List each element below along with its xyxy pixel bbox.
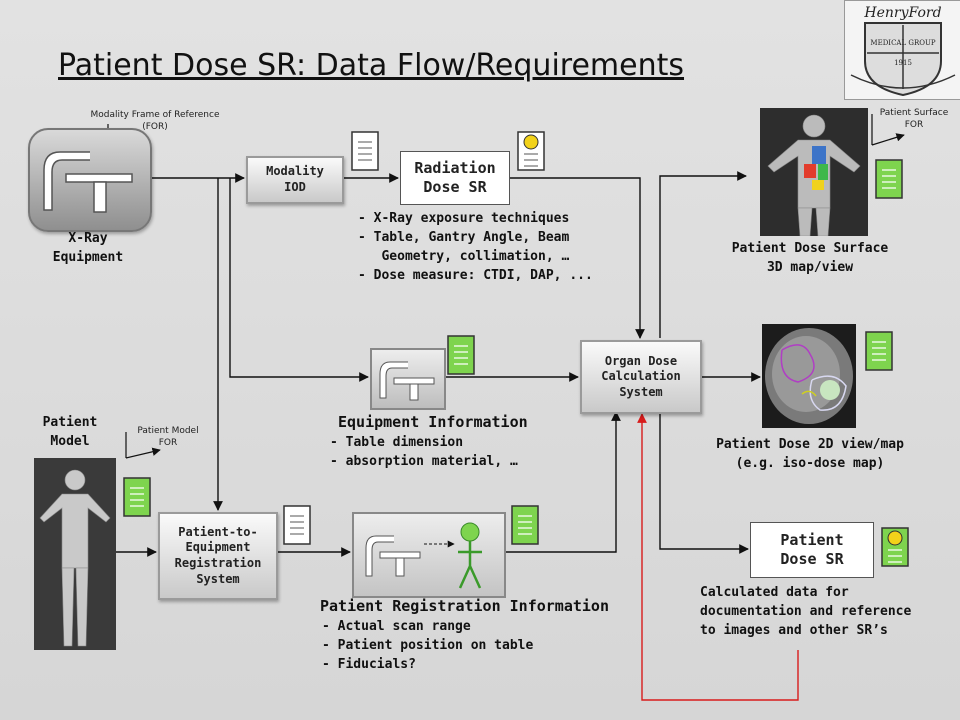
surface-map-image (760, 108, 868, 236)
registration-info-item-3: - Fiducials? (322, 656, 416, 672)
logo-year: 1915 (894, 59, 912, 67)
patient-model-line1: Patient (42, 415, 98, 430)
surface-map-label: Patient Dose Surface 3D map/view (700, 240, 920, 278)
xray-equipment-icon (28, 128, 152, 232)
isodose-document-icon (864, 330, 894, 372)
xray-equipment-label: X-Ray Equipment (38, 230, 138, 268)
surface-map-line2: 3D map/view (766, 259, 854, 275)
registration-line3: Registration (174, 556, 262, 570)
patient-sr-detail-1: Calculated data for (700, 585, 849, 600)
patient-sr-document-icon (880, 526, 910, 568)
patient-sr-details: Calculated data for documentation and re… (700, 584, 911, 641)
radiation-document-icon (516, 130, 546, 172)
registration-line2: Equipment (185, 540, 251, 555)
modality-iod-line1: Modality (266, 164, 324, 179)
feedback-arrow (637, 413, 799, 701)
registration-document-icon (282, 504, 312, 546)
equipment-info-heading: Equipment Information (338, 413, 528, 431)
arrow-organ-to-surface (659, 171, 747, 338)
page-title: Patient Dose SR: Data Flow/Requirements (58, 48, 685, 83)
xray-label-line1: X-Ray (68, 231, 108, 246)
modality-for-label: Modality Frame of Reference (FOR) (70, 110, 240, 133)
organ-dose-line2: Calculation (601, 369, 681, 384)
logo-icon: HenryFord MEDICAL GROUP 1915 (844, 0, 960, 100)
organ-dose-line3: System (619, 384, 663, 399)
isodose-line2: (e.g. iso-dose map) (735, 455, 885, 471)
surface-for-axes (871, 114, 904, 146)
radiation-sr-line2: Dose SR (423, 178, 487, 196)
radiation-detail-3: Geometry, collimation, … (358, 248, 570, 264)
registration-info-document-icon (510, 504, 540, 546)
logo-name: HenryFord (864, 5, 942, 21)
patient-model-for-line1: Patient Model (137, 426, 199, 436)
arrow-sr-to-organ (510, 177, 645, 339)
radiation-detail-4: - Dose measure: CTDI, DAP, ... (358, 267, 593, 283)
registration-info-item-2: - Patient position on table (322, 637, 534, 653)
modality-iod-box[interactable]: Modality IOD (246, 156, 344, 204)
registration-info-heading: Patient Registration Information (320, 597, 609, 615)
patient-model-image (34, 458, 116, 650)
patient-sr-detail-2: documentation and reference (700, 603, 912, 619)
radiation-dose-sr-box[interactable]: Radiation Dose SR (400, 151, 510, 205)
organ-dose-line1: Organ Dose (604, 353, 678, 368)
patient-model-for-label: Patient Model FOR (128, 426, 208, 449)
modality-for-line2: (FOR) (142, 121, 168, 132)
isodose-map-image (762, 324, 856, 428)
arrow-reg-to-organ (502, 411, 621, 553)
radiation-sr-details: - X-Ray exposure techniques - Table, Gan… (358, 210, 593, 285)
surface-for-line2: FOR (904, 119, 924, 130)
registration-system-box[interactable]: Patient-to- Equipment Registration Syste… (158, 512, 278, 600)
xray-label-line2: Equipment (52, 249, 124, 265)
equipment-info-items: - Table dimension - absorption material,… (330, 434, 518, 472)
patient-sr-detail-3: to images and other SR’s (700, 622, 888, 638)
isodose-map-label: Patient Dose 2D view/map (e.g. iso-dose … (690, 436, 930, 474)
equipment-info-item-2: - absorption material, … (330, 453, 518, 469)
registration-info-image (352, 512, 506, 598)
radiation-sr-line1: Radiation (414, 158, 496, 177)
patient-sr-line2: Dose SR (780, 550, 844, 568)
patient-model-for-line2: FOR (158, 437, 178, 448)
arrow-organ-to-patient-sr (659, 412, 749, 554)
modality-for-line1: Modality Frame of Reference (90, 110, 220, 120)
isodose-line1: Patient Dose 2D view/map (716, 437, 904, 452)
line-equipment-down (229, 178, 369, 382)
equipment-info-item-1: - Table dimension (330, 435, 464, 450)
surface-document-icon (874, 158, 904, 200)
logo-subtitle: MEDICAL GROUP (870, 39, 936, 47)
registration-info-items: - Actual scan range - Patient position o… (322, 618, 533, 675)
logo-shield-icon (850, 22, 956, 97)
radiation-detail-1: - X-Ray exposure techniques (358, 211, 570, 226)
registration-info-item-1: - Actual scan range (322, 619, 471, 634)
surface-map-line1: Patient Dose Surface (731, 241, 889, 256)
patient-model-document-icon (122, 476, 152, 518)
registration-line1: Patient-to- (178, 524, 258, 539)
patient-model-label: Patient Model (30, 414, 110, 452)
radiation-detail-2: - Table, Gantry Angle, Beam (358, 229, 570, 245)
equipment-info-icon (370, 348, 446, 410)
patient-dose-sr-box[interactable]: Patient Dose SR (750, 522, 874, 578)
modality-iod-line2: IOD (284, 180, 306, 194)
patient-model-for-axes (125, 432, 160, 458)
green-document-icon (446, 334, 476, 376)
surface-for-line1: Patient Surface (879, 108, 949, 118)
registration-line4: System (196, 571, 240, 586)
surface-for-label: Patient Surface FOR (868, 108, 960, 131)
document-icon (350, 130, 380, 172)
gantry-table-icon (43, 151, 133, 213)
patient-model-line2: Model (50, 433, 90, 449)
organ-dose-calc-box[interactable]: Organ Dose Calculation System (580, 340, 702, 414)
patient-sr-line1: Patient (780, 530, 844, 549)
